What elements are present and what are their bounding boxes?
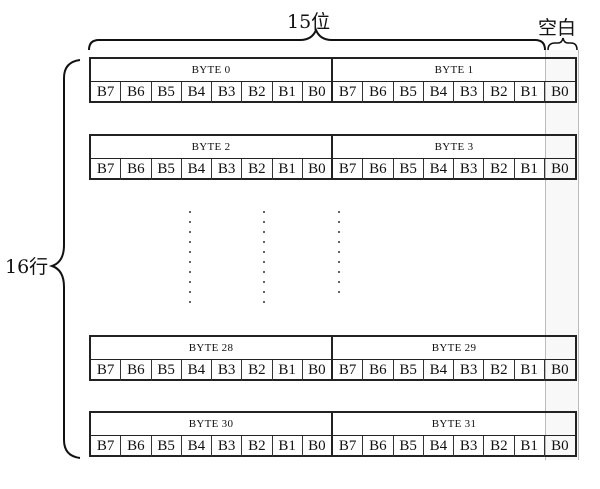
- bit-cell: B7: [333, 360, 364, 381]
- bit-cell: B0: [551, 161, 569, 177]
- blank-brace: [547, 37, 578, 51]
- bit-cell: B4: [182, 436, 212, 457]
- bit-cell: B5: [152, 82, 182, 103]
- bit-cell: B6: [363, 436, 394, 457]
- bit-cell: B1: [273, 360, 303, 381]
- bit-cell: B6: [121, 436, 152, 457]
- bit-cell: B4: [182, 159, 212, 180]
- rows-brace: [48, 59, 81, 459]
- bit-cell: B5: [152, 360, 182, 381]
- bit-cell: B3: [212, 82, 243, 103]
- byte-label-left: BYTE 30: [91, 413, 333, 436]
- bit-cell: B2: [242, 360, 273, 381]
- byte-label-left: BYTE 2: [91, 136, 333, 159]
- bit-cell: B3: [212, 360, 243, 381]
- bit-cell: B5: [152, 159, 182, 180]
- bit-cell: B0: [303, 82, 333, 103]
- bit-cell: B6: [121, 159, 152, 180]
- bit-cell: B2: [484, 360, 515, 381]
- bit-cell: B1: [515, 82, 545, 103]
- bit-cell: B1: [515, 436, 545, 457]
- blank-label: 空白: [538, 17, 577, 39]
- bit-cell: B4: [424, 436, 454, 457]
- bit-cell: B4: [182, 82, 212, 103]
- bit-cell: B6: [121, 82, 152, 103]
- byte-label-right: BYTE 1: [333, 59, 575, 82]
- bit-cell: B7: [333, 82, 364, 103]
- width-brace: [88, 27, 546, 51]
- bit-cell: B7: [91, 360, 122, 381]
- byte-label-left: BYTE 0: [91, 59, 333, 82]
- bit-cell: B0: [303, 360, 333, 381]
- bit-cell: B1: [273, 159, 303, 180]
- byte-label-right: BYTE 31: [333, 413, 575, 436]
- bit-cell: B3: [212, 436, 243, 457]
- bit-cell: B4: [182, 360, 212, 381]
- bit-cell: B5: [394, 360, 424, 381]
- bit-cell: B4: [424, 82, 454, 103]
- bit-cell: B0: [551, 438, 569, 454]
- bit-cell: B0: [303, 159, 333, 180]
- width-label: 15位: [287, 11, 331, 33]
- bit-cell: B4: [424, 360, 454, 381]
- bit-cell: B1: [273, 436, 303, 457]
- bit-cell: B5: [394, 82, 424, 103]
- bit-cell: B7: [91, 436, 122, 457]
- bit-cell: B3: [454, 82, 485, 103]
- bit-cell: B2: [242, 159, 273, 180]
- bit-cell: B2: [242, 436, 273, 457]
- bit-cell: B1: [515, 360, 545, 381]
- bit-cell: B1: [273, 82, 303, 103]
- bit-cell: B2: [484, 436, 515, 457]
- bit-cell: B6: [363, 159, 394, 180]
- bit-cell: B0: [303, 436, 333, 457]
- bit-cell: B3: [454, 159, 485, 180]
- bit-cell: B0: [551, 362, 569, 378]
- bit-cell: B5: [394, 436, 424, 457]
- bit-cell: B1: [515, 159, 545, 180]
- bit-cell: B4: [424, 159, 454, 180]
- bit-cell: B5: [152, 436, 182, 457]
- bit-cell: B3: [212, 159, 243, 180]
- bit-cell: B7: [333, 159, 364, 180]
- bit-cell: B0: [551, 84, 569, 100]
- byte-label-right: BYTE 3: [333, 136, 575, 159]
- rows-label: 16行: [5, 256, 49, 278]
- byte-label-right: BYTE 29: [333, 337, 575, 360]
- bit-cell: B2: [484, 82, 515, 103]
- bit-cell: B3: [454, 360, 485, 381]
- bit-cell: B2: [484, 159, 515, 180]
- bit-cell: B6: [363, 82, 394, 103]
- bit-cell: B7: [91, 159, 122, 180]
- bit-cell: B7: [333, 436, 364, 457]
- bit-cell: B2: [242, 82, 273, 103]
- ellipsis-dots: [189, 211, 340, 303]
- bit-cell: B7: [91, 82, 122, 103]
- bit-cell: B6: [363, 360, 394, 381]
- byte-label-left: BYTE 28: [91, 337, 333, 360]
- bit-cell: B3: [454, 436, 485, 457]
- bit-cell: B6: [121, 360, 152, 381]
- bit-cell: B5: [394, 159, 424, 180]
